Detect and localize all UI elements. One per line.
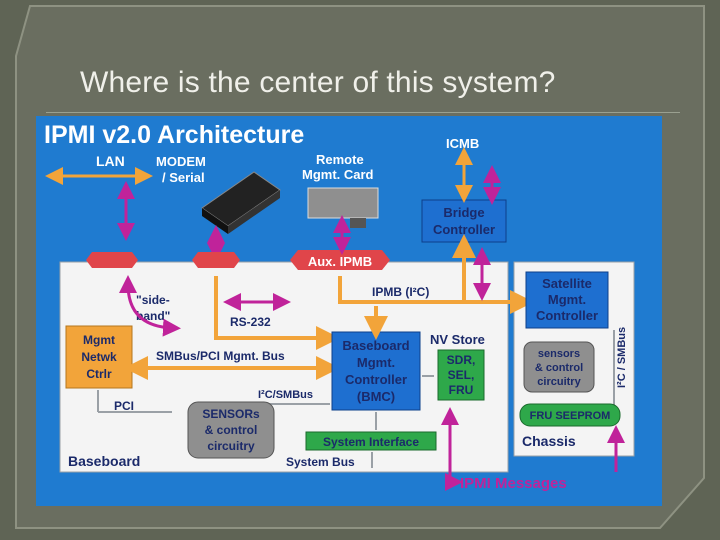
remote-mgmt-card	[307, 187, 379, 228]
nv-store-sel: SEL,	[448, 368, 475, 382]
satellite-sensors-line2: & control	[535, 362, 583, 374]
system-bus-label: System Bus	[286, 455, 355, 469]
nv-store-sdr: SDR,	[447, 353, 476, 367]
ipmb-label: IPMB (I²C)	[372, 285, 429, 299]
remote-card-label-line1: Remote	[316, 152, 364, 167]
satellite-sensors-line3: circuitry	[537, 376, 581, 388]
fru-seeprom-label: FRU SEEPROM	[530, 410, 611, 422]
ipmi-architecture-diagram: IPMI v2.0 Architecture LAN MODEM / Seria…	[36, 116, 662, 506]
modem-device	[201, 171, 281, 234]
satellite-label-line1: Satellite	[542, 276, 592, 291]
bmc-label-line4: (BMC)	[357, 389, 395, 404]
nv-store-fru: FRU	[449, 383, 474, 397]
modem-label-line2: / Serial	[162, 170, 205, 185]
baseboard-label: Baseboard	[68, 453, 140, 469]
rs232-label: RS-232	[230, 315, 271, 329]
lan-label: LAN	[96, 153, 125, 169]
mgmt-netwk-ctrlr-label-line3: Ctrlr	[86, 367, 112, 381]
bmc-label-line2: Mgmt.	[357, 355, 395, 370]
bridge-controller-label-line2: Controller	[433, 222, 495, 237]
chassis-label: Chassis	[522, 433, 576, 449]
sensors-label-line1: SENSORs	[202, 407, 260, 421]
i2c-smbus-label: I²C/SMBus	[258, 389, 313, 401]
fru-seeprom-box	[519, 403, 621, 427]
sensors-label-line2: & control	[205, 423, 258, 437]
diagram-heading: IPMI v2.0 Architecture	[44, 121, 304, 149]
satellite-controller-box	[525, 271, 609, 329]
aux-ipmb-label: Aux. IPMB	[308, 254, 372, 269]
modem-bmc-link	[214, 276, 340, 350]
icmb-label: ICMB	[446, 136, 479, 151]
pci-label: PCI	[114, 399, 134, 413]
chassis-i2c-label: I²C / SMBus	[616, 327, 628, 388]
modem-label-line1: MODEM	[156, 154, 206, 169]
bmc-box	[331, 331, 421, 411]
sensors-box	[187, 401, 275, 459]
satellite-label-line3: Controller	[536, 308, 598, 323]
nv-store-label: NV Store	[430, 332, 485, 347]
ipmb-bus	[338, 276, 534, 314]
aux-ipmb-connector	[290, 250, 390, 270]
slide-title: Where is the center of this system?	[80, 66, 556, 99]
ipmi-messages-arrow	[441, 407, 463, 491]
remote-card-label-line2: Mgmt. Card	[302, 167, 374, 182]
satellite-sensors-box	[523, 341, 595, 393]
sideband-arrow	[119, 275, 181, 337]
title-divider	[46, 112, 680, 113]
modem-connector	[192, 252, 240, 268]
mgmt-netwk-ctrlr-label-line1: Mgmt	[83, 333, 115, 347]
ipmi-messages-label: IPMI Messages	[460, 475, 567, 492]
smbus-pci-label: SMBus/PCI Mgmt. Bus	[156, 349, 285, 363]
system-interface-label: System Interface	[323, 435, 419, 449]
bridge-controller-label-line1: Bridge	[443, 205, 484, 220]
bmc-label-line1: Baseboard	[342, 338, 409, 353]
system-interface-box	[305, 431, 437, 451]
bmc-label-line3: Controller	[345, 372, 407, 387]
mgmt-netwk-ctrlr-box	[65, 325, 133, 389]
nv-store-box	[437, 349, 485, 401]
sideband-label-line1: "side-	[136, 293, 170, 307]
sensors-label-line3: circuitry	[207, 439, 255, 453]
lan-connector	[86, 252, 138, 268]
satellite-sensors-line1: sensors	[538, 348, 580, 360]
mgmt-netwk-ctrlr-label-line2: Netwk	[81, 350, 117, 364]
satellite-label-line2: Mgmt.	[548, 292, 586, 307]
